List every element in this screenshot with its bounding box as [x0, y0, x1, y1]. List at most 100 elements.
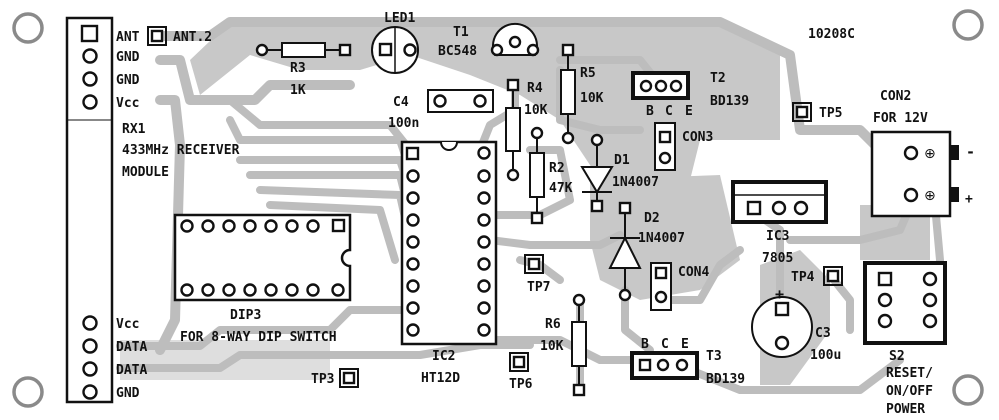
resistor-r2: R2 47K [529, 126, 573, 225]
t2-value-label: BD139 [710, 94, 749, 109]
con2-desc-label: FOR 12V [873, 111, 928, 126]
t3-value-label: BD139 [706, 372, 745, 387]
rx1-pin-pad [82, 71, 98, 87]
c3-plus-symbol: + [775, 285, 784, 303]
rx1-pin-label: GND [116, 386, 140, 401]
ic3: IC3 7805 [731, 180, 828, 266]
dip3-ref-label: DIP3 [230, 308, 261, 323]
r5-value-label: 10K [580, 91, 604, 106]
rx1-ref-label: RX1 [122, 122, 146, 137]
c4-ref-label: C4 [393, 95, 409, 110]
t3-ref-label: T3 [706, 349, 722, 364]
r5-ref-label: R5 [580, 66, 596, 81]
resistor-r3: R3 1K [255, 42, 352, 98]
ant2-label: ANT.2 [173, 30, 212, 45]
capacitor-c4: C4 100n [388, 89, 494, 131]
rx1-pin-label: DATA [116, 340, 147, 355]
rx1-pin-label: GND [116, 50, 140, 65]
c3-ref-label: C3 [815, 326, 831, 341]
r2-ref-label: R2 [549, 161, 565, 176]
connector-con3: CON3 [654, 122, 713, 171]
rx1-pin-label: Vcc [116, 96, 139, 111]
d2-ref-label: D2 [644, 211, 660, 226]
t3-pin-b: B [641, 337, 649, 352]
diode-d2: D2 1N4007 [608, 201, 685, 302]
diode-d1: D1 1N4007 [580, 133, 659, 213]
test-point-tp6: TP6 [509, 352, 533, 392]
r6-value-label: 10K [540, 339, 564, 354]
s2-line2: ON/OFF [886, 384, 933, 399]
tp5-label: TP5 [819, 106, 842, 121]
transistor-t1: T1 BC548 [438, 22, 540, 59]
s2-ref-label: S2 [889, 349, 905, 364]
test-point-tp4: TP4 [791, 266, 843, 286]
tp6-label: TP6 [509, 377, 533, 392]
r4-value-label: 10K [524, 103, 548, 118]
test-point-tp5: TP5 [792, 102, 842, 122]
ic2: IC2 HT12D [400, 140, 498, 386]
tp3-label: TP3 [311, 372, 334, 387]
ant2-pad: ANT.2 [147, 26, 212, 46]
rx1-pin-pad [82, 384, 98, 400]
connector-con2: ⊕ ⊕ - + CON2 FOR 12V [870, 89, 975, 218]
con2-pin-symbol: ⊕ [924, 188, 936, 204]
r4-ref-label: R4 [527, 81, 543, 96]
rx1-pin-label: ANT [116, 30, 140, 45]
transistor-t2: T2 B C E BD139 [631, 71, 749, 119]
r3-value-label: 1K [290, 83, 306, 98]
t1-ref-label: T1 [453, 25, 469, 40]
con2-minus-label: - [966, 143, 975, 161]
resistor-r4: R4 10K [505, 78, 548, 182]
resistor-r6: R6 10K [540, 293, 587, 397]
connector-con4: CON4 [650, 262, 709, 311]
t3-pin-e: E [681, 337, 689, 352]
capacitor-c3: + C3 100u [751, 285, 841, 363]
d1-ref-label: D1 [614, 153, 630, 168]
rx1-ant-pad [80, 24, 99, 43]
t2-pin-b: B [646, 104, 654, 119]
ic3-ref-label: IC3 [766, 229, 789, 244]
transistor-t3: B C E T3 BD139 [630, 337, 745, 387]
tp4-label: TP4 [791, 270, 815, 285]
con3-label: CON3 [682, 130, 713, 145]
t2-ref-label: T2 [710, 71, 726, 86]
ic2-ref-label: IC2 [432, 349, 455, 364]
dip3: DIP3 FOR 8-WAY DIP SWITCH [173, 213, 352, 345]
con2-ref-label: CON2 [880, 89, 911, 104]
ic3-value-label: 7805 [762, 251, 793, 266]
rx1-pin-label: Vcc [116, 317, 139, 332]
r6-ref-label: R6 [545, 317, 561, 332]
d1-value-label: 1N4007 [612, 175, 659, 190]
d2-value-label: 1N4007 [638, 231, 685, 246]
test-point-tp7: TP7 [524, 254, 550, 295]
led1: LED1 [371, 11, 419, 74]
con4-label: CON4 [678, 265, 709, 280]
tp7-label: TP7 [527, 280, 550, 295]
con2-pin-symbol: ⊕ [924, 146, 936, 162]
t3-pin-c: C [661, 337, 669, 352]
ic2-value-label: HT12D [421, 371, 460, 386]
t2-pin-e: E [685, 104, 693, 119]
rx1-desc-line2: MODULE [122, 165, 169, 180]
rx1-pin-pad [82, 361, 98, 377]
rx1-pin-pad [82, 338, 98, 354]
mounting-hole-top-right [952, 9, 984, 41]
rx1-pin-pad [82, 94, 98, 110]
rx1-pin-pad [82, 48, 98, 64]
c4-value-label: 100n [388, 116, 419, 131]
test-point-tp3: TP3 [311, 368, 359, 388]
s2-line3: POWER [886, 402, 925, 417]
rx1-pin-label: DATA [116, 363, 147, 378]
t1-value-label: BC548 [438, 44, 477, 59]
mounting-hole-bottom-left [12, 376, 44, 408]
mounting-hole-top-left [12, 12, 44, 44]
t2-pin-c: C [665, 104, 673, 119]
switch-s2: S2 RESET/ ON/OFF POWER [863, 261, 947, 417]
rx1-desc-line1: 433MHz RECEIVER [122, 143, 240, 158]
dip3-desc-label: FOR 8-WAY DIP SWITCH [180, 330, 337, 345]
led1-label: LED1 [384, 11, 415, 26]
resistor-r5: R5 10K [560, 43, 604, 145]
rx1-pin-label: GND [116, 73, 140, 88]
